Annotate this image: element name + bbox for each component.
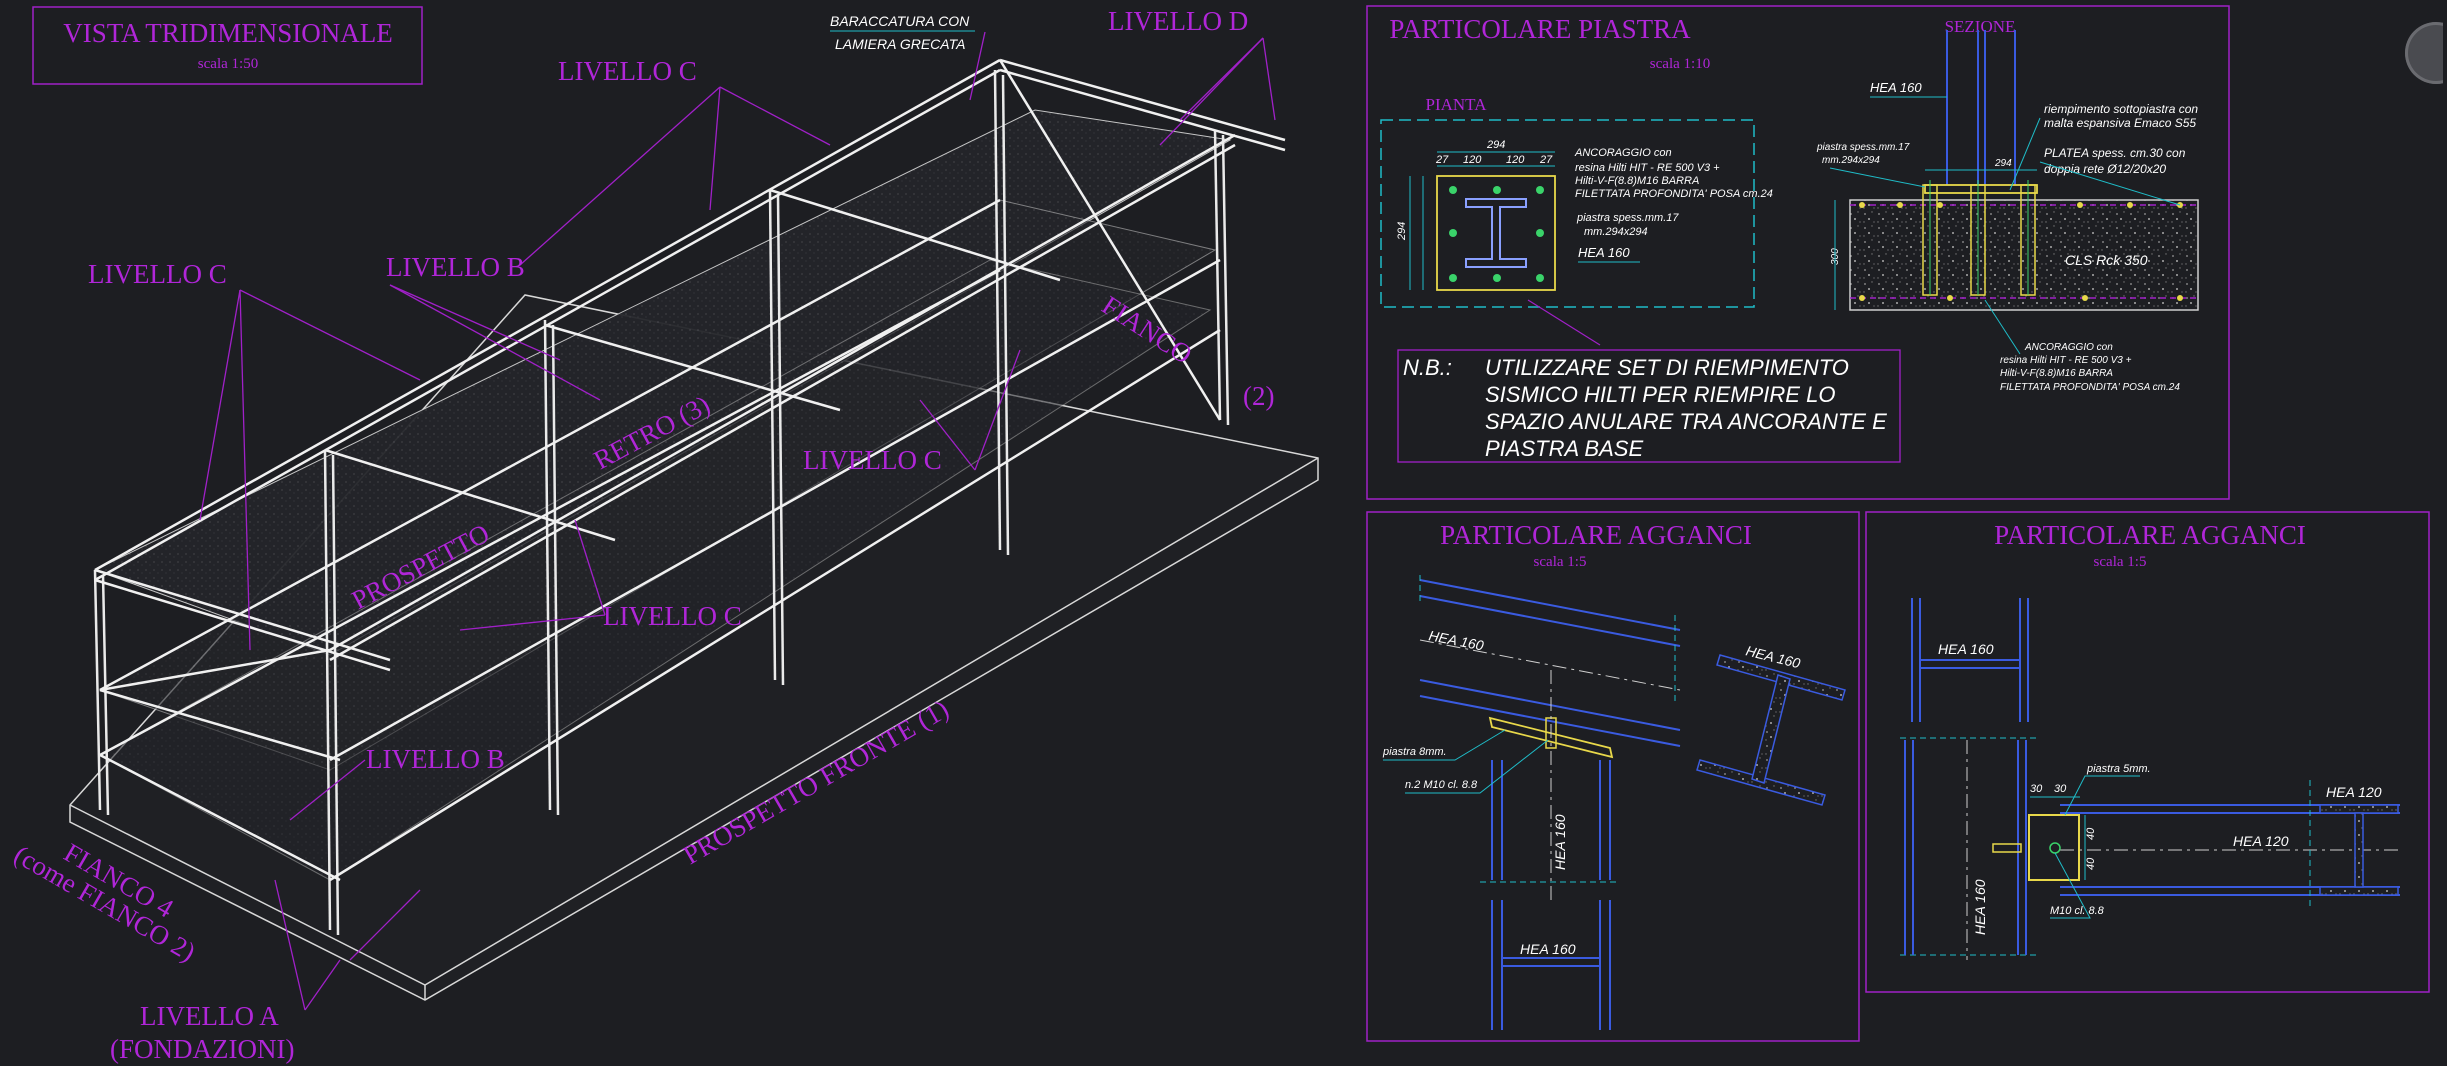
pianta-anchors <box>1449 186 1544 282</box>
agganci1-plate <box>1488 716 1614 759</box>
agganci1-title: PARTICOLARE AGGANCI <box>1440 520 1752 550</box>
agganci2-bolt: M10 cl. 8.8 <box>2050 905 2105 917</box>
agganci2-piastra: piastra 5mm. <box>2086 763 2151 775</box>
sezione-plate <box>1924 184 2038 194</box>
gear-icon[interactable] <box>2405 22 2443 84</box>
agganci2-hea160: HEA 160 <box>1938 641 1994 657</box>
agganci2-dim-30a: 30 <box>2030 783 2043 795</box>
sezione-platea <box>1849 199 2199 311</box>
sezione-hea160: HEA 160 <box>1870 80 1922 95</box>
agganci1-scale: scala 1:5 <box>1534 554 1587 570</box>
agganci1-column <box>1491 760 1611 880</box>
agganci2-frame <box>1865 511 2430 993</box>
cls-label: CLS Rck 350 <box>2065 252 2148 268</box>
dim-27-left: 27 <box>1435 154 1449 166</box>
nb-line-2: SISMICO HILTI PER RIEMPIRE LO <box>1485 382 1835 407</box>
sez-anc-4: FILETTATA PROFONDITA' POSA cm.24 <box>2000 382 2180 393</box>
dim-27-right: 27 <box>1539 154 1553 166</box>
agganci2-dim-40a: 40 <box>2085 827 2097 840</box>
agganci1-bolts: n.2 M10 cl. 8.8 <box>1405 779 1478 791</box>
agganci2-title: PARTICOLARE AGGANCI <box>1994 520 2306 550</box>
sez-piastra-2: mm.294x294 <box>1822 155 1880 166</box>
riemp-1: riempimento sottopiastra con <box>2044 102 2198 116</box>
nb-label: N.B.: <box>1403 355 1452 380</box>
agganci1-hea-bottom: HEA 160 <box>1520 941 1576 957</box>
agganci1-hea-profile <box>1696 654 1846 806</box>
pianta-hea-section <box>1465 198 1527 268</box>
label-livello-c-left: LIVELLO C <box>88 259 227 289</box>
agganci1-hea-beam: HEA 160 <box>1427 627 1485 653</box>
agganci2-plate <box>2028 814 2080 881</box>
pianta-plate <box>1436 175 1556 291</box>
pianta-ancoraggio-4: FILETTATA PROFONDITA' POSA cm.24 <box>1575 188 1773 200</box>
pianta-ancoraggio-2: resina Hilti HIT - RE 500 V3 + <box>1575 162 1720 174</box>
riemp-2: malta espansiva Emaco S55 <box>2044 116 2196 130</box>
piastra-title: PARTICOLARE PIASTRA <box>1389 14 1691 44</box>
agganci1-section-bottom <box>1491 900 1611 1030</box>
label-livello-c-top: LIVELLO C <box>558 56 697 86</box>
agganci1-beam <box>1419 579 1681 747</box>
agganci1-frame <box>1366 511 1860 1042</box>
viewcube-control[interactable] <box>2405 22 2443 84</box>
piastra-frame <box>1366 5 2230 500</box>
agganci2-column-top <box>1911 598 2029 722</box>
label-livello-a: LIVELLO A <box>140 1001 279 1031</box>
label-fondazioni: (FONDAZIONI) <box>110 1034 294 1064</box>
nb-line-1: UTILIZZARE SET DI RIEMPIMENTO <box>1485 355 1849 380</box>
detail-piastra: PARTICOLARE PIASTRA scala 1:10 PIANTA SE… <box>1366 5 2230 500</box>
agganci2-dim-30b: 30 <box>2054 783 2067 795</box>
nb-line-3: SPAZIO ANULARE TRA ANCORANTE E <box>1485 409 1887 434</box>
agganci2-column-bottom <box>1904 740 2027 955</box>
detail-agganci-2: PARTICOLARE AGGANCI scala 1:5 HEA 1 <box>1865 511 2430 993</box>
steel-columns <box>93 69 1230 936</box>
dim-294-top: 294 <box>1486 139 1505 151</box>
piastra-scale: scala 1:10 <box>1650 56 1710 72</box>
pianta-outline <box>1380 119 1755 308</box>
sez-dim-294: 294 <box>1994 158 2012 169</box>
dim-294-side: 294 <box>1396 222 1408 241</box>
pianta-piastra-2: mm.294x294 <box>1584 226 1648 238</box>
dim-120-a: 120 <box>1463 154 1482 166</box>
label-fianco2-num: (2) <box>1243 381 1274 411</box>
sez-piastra-1: piastra spess.mm.17 <box>1816 142 1910 153</box>
sezione-label: SEZIONE <box>1945 17 2016 36</box>
pianta-ancoraggio-3: Hilti-V-F(8.8)M16 BARRA <box>1575 175 1699 187</box>
pianta-label: PIANTA <box>1426 95 1488 114</box>
agganci1-hea-column: HEA 160 <box>1552 814 1568 870</box>
label-livello-b-low: LIVELLO B <box>366 744 505 774</box>
agganci2-dim-40b: 40 <box>2085 857 2097 870</box>
label-livello-c-mid: LIVELLO C <box>803 445 942 475</box>
pianta-piastra-1: piastra spess.mm.17 <box>1576 212 1679 224</box>
note-baraccatura-2: LAMIERA GRECATA <box>835 36 965 52</box>
agganci2-hea120-a: HEA 120 <box>2326 784 2382 800</box>
sez-anc-3: Hilti-V-F(8.8)M16 BARRA <box>2000 368 2113 379</box>
nb-line-4: PIASTRA BASE <box>1485 436 1643 461</box>
iso-title-frame <box>32 6 423 85</box>
agganci2-hea160-col: HEA 160 <box>1972 879 1988 935</box>
dim-120-b: 120 <box>1506 154 1525 166</box>
agganci2-hea120-profile <box>2319 804 2399 896</box>
label-livello-b-top: LIVELLO B <box>386 252 525 282</box>
nb-box <box>1397 349 1901 463</box>
iso-scale: scala 1:50 <box>198 56 258 72</box>
agganci2-hea120-b: HEA 120 <box>2233 833 2289 849</box>
agganci2-scale: scala 1:5 <box>2094 554 2147 570</box>
pianta-ancoraggio-1: ANCORAGGIO con <box>1574 147 1672 159</box>
sez-anc-2: resina Hilti HIT - RE 500 V3 + <box>2000 355 2132 366</box>
label-livello-d: LIVELLO D <box>1108 6 1248 36</box>
detail-agganci-1: PARTICOLARE AGGANCI scala 1:5 HEA 160 <box>1366 511 1860 1042</box>
sezione-column <box>1946 30 2016 185</box>
agganci1-piastra: piastra 8mm. <box>1382 746 1447 758</box>
platea-1: PLATEA spess. cm.30 con <box>2044 146 2186 160</box>
note-baraccatura-1: BARACCATURA CON <box>830 13 970 29</box>
pianta-hea160: HEA 160 <box>1578 245 1630 260</box>
sez-anc-1: ANCORAGGIO con <box>2024 342 2113 353</box>
iso-leaders <box>199 31 1276 1011</box>
iso-title: VISTA TRIDIMENSIONALE <box>63 18 393 48</box>
isometric-view: VISTA TRIDIMENSIONALE scala 1:50 <box>9 6 1319 1064</box>
label-livello-c-low: LIVELLO C <box>603 601 742 631</box>
